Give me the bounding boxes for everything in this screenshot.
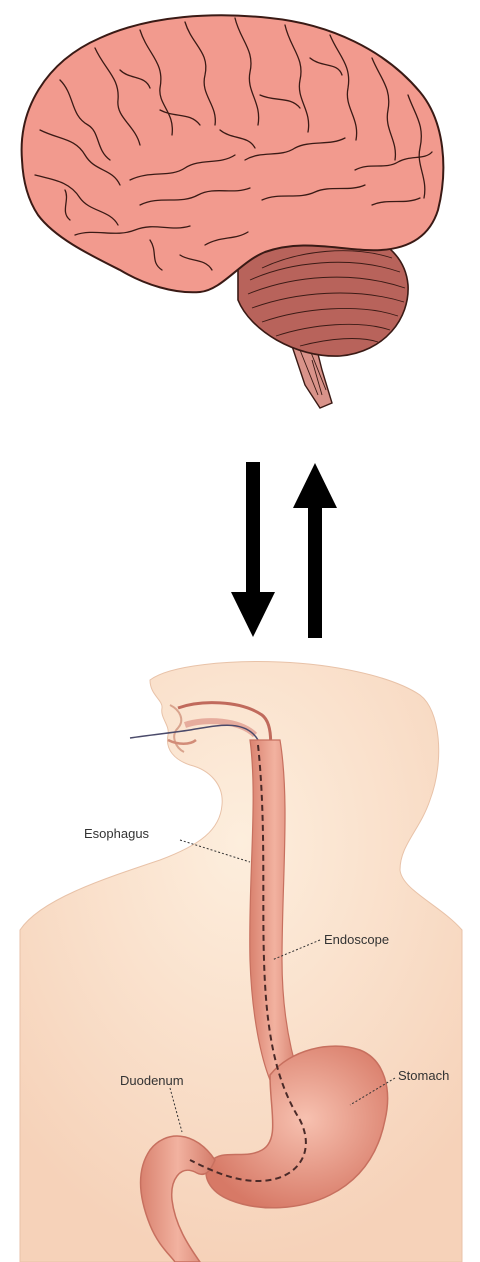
bidirectional-arrows <box>231 462 337 638</box>
label-esophagus: Esophagus <box>84 826 150 841</box>
label-endoscope: Endoscope <box>324 932 389 947</box>
digestive-tract-icon: Esophagus Endoscope Duodenum Stomach <box>20 662 462 1262</box>
label-stomach: Stomach <box>398 1068 449 1083</box>
arrow-up-icon <box>293 463 337 638</box>
arrow-down-icon <box>231 462 275 637</box>
label-duodenum: Duodenum <box>120 1073 184 1088</box>
brain-icon <box>22 15 444 408</box>
